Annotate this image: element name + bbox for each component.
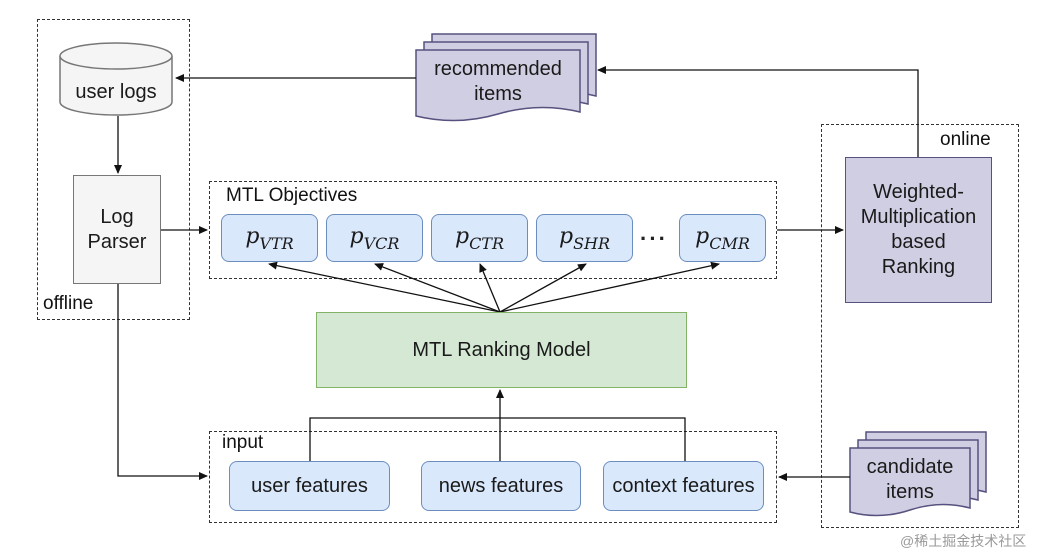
weighted-ranking-line-4: Ranking (881, 256, 956, 278)
objective-ctr: pCTR (431, 214, 528, 262)
recommended-items-doc-stack (415, 33, 597, 122)
weighted-ranking-line-3: based (891, 231, 946, 253)
log-parser-line-1: Log (100, 205, 134, 228)
objective-vcr: pVCR (326, 214, 423, 262)
weighted-ranking-line-1: Weighted- (873, 181, 964, 203)
candidate-items-line-1: candidate (866, 456, 954, 478)
weighted-ranking-line-2: Multiplication (860, 206, 977, 228)
offline-label: offline (43, 293, 94, 314)
weighted-ranking-box: Weighted- Multiplication based Ranking (845, 157, 992, 303)
candidate-items-doc-stack (849, 431, 987, 517)
user-logs-label: user logs (75, 81, 157, 103)
objective-vtr: pVTR (221, 214, 318, 262)
input-label: input (222, 432, 264, 453)
objective-subscript-vtr: VTR (259, 233, 294, 253)
objective-symbol: p (245, 223, 260, 249)
context-features-box: context features (603, 461, 764, 511)
objective-subscript-shr: SHR (573, 233, 611, 253)
objective-symbol: p (454, 223, 470, 249)
watermark: @稀土掘金技术社区 (900, 533, 1027, 549)
mtl-ranking-model-box: MTL Ranking Model (316, 312, 687, 388)
objective-symbol: p (349, 223, 364, 249)
recommended-items-label: recommended items (416, 57, 580, 107)
objective-shr: pSHR (536, 214, 633, 262)
log-parser-box: Log Parser (73, 175, 161, 284)
candidate-items-label: candidate items (850, 455, 970, 505)
mtl-objectives-label: MTL Objectives (226, 185, 358, 206)
candidate-items-line-2: items (886, 481, 934, 503)
user-features-box: user features (229, 461, 390, 511)
objective-subscript-ctr: CTR (469, 233, 505, 253)
recommended-items-line-1: recommended (434, 58, 562, 80)
log-parser-line-2: Parser (87, 230, 147, 253)
objective-symbol: p (695, 223, 710, 249)
offline-group (37, 19, 190, 320)
objectives-ellipsis: ··· (640, 226, 668, 251)
online-group (821, 124, 1019, 528)
mtl-objectives-group (209, 181, 777, 279)
user-logs-cylinder (59, 42, 173, 116)
objective-subscript-vcr: VCR (363, 233, 400, 253)
objective-subscript-cmr: CMR (709, 233, 750, 253)
news-features-box: news features (421, 461, 581, 511)
recommended-items-line-2: items (474, 83, 522, 105)
objective-symbol: p (558, 223, 574, 249)
online-label: online (940, 129, 991, 150)
objective-cmr: pCMR (679, 214, 766, 262)
input-group (209, 431, 777, 523)
